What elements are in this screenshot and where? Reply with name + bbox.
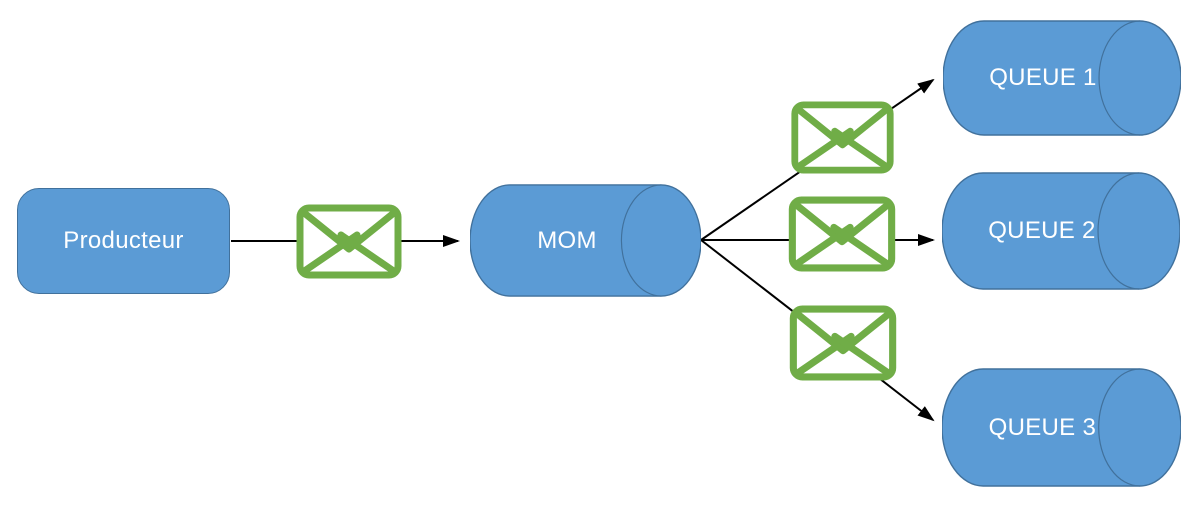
node-queue-1: QUEUE 1 (943, 20, 1181, 136)
message-envelope-icon (789, 101, 896, 174)
cylinder-shape (470, 184, 701, 297)
queue-3-label: QUEUE 3 (988, 413, 1097, 441)
node-mom: MOM (470, 184, 701, 297)
queue-2-label: QUEUE 2 (988, 217, 1096, 244)
cylinder-shape (942, 368, 1181, 487)
cylinder-shape (942, 172, 1180, 290)
message-envelope-icon (296, 204, 402, 279)
node-producteur: Producteur (17, 188, 230, 294)
message-envelope-icon (789, 305, 897, 381)
cylinder-shape (943, 20, 1181, 136)
node-queue-2: QUEUE 2 (942, 172, 1180, 290)
message-envelope-icon (788, 196, 896, 272)
mom-label: MOM (537, 226, 597, 254)
node-queue-3: QUEUE 3 (942, 368, 1181, 487)
producteur-label: Producteur (63, 227, 184, 254)
queue-1-label: QUEUE 1 (989, 64, 1097, 91)
